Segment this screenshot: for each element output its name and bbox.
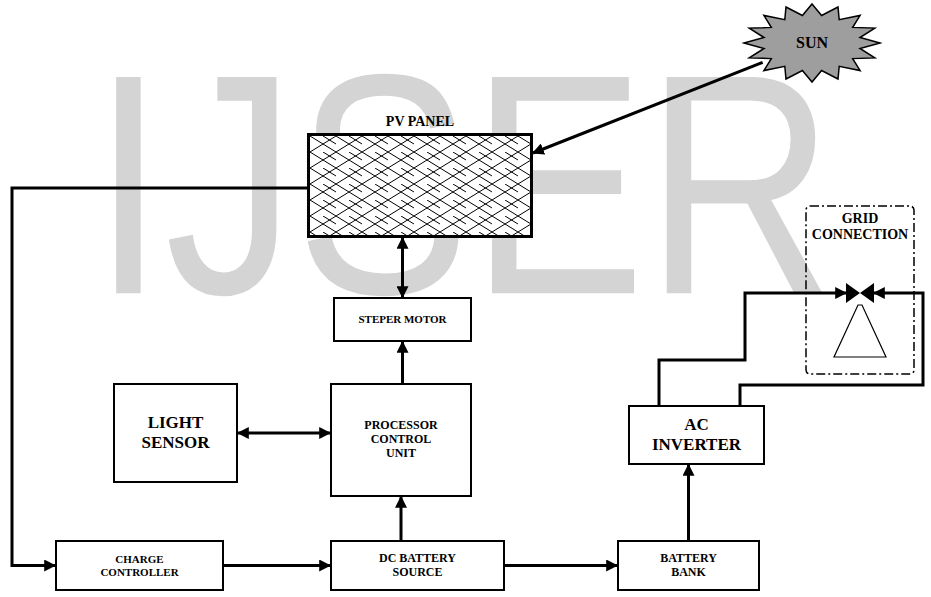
pv-panel: PV PANEL bbox=[307, 92, 533, 238]
connector-arrow bbox=[401, 342, 404, 383]
cell-hatching bbox=[310, 136, 530, 235]
grid-connection: GRID CONNECTION bbox=[805, 205, 915, 375]
node-label: DC BATTERY SOURCE bbox=[368, 552, 468, 580]
process-box: DC BATTERY SOURCE bbox=[330, 540, 505, 591]
sun-symbol: SUN bbox=[742, 2, 882, 84]
node-label: AC INVERTER bbox=[645, 415, 749, 454]
process-box: PROCESSOR CONTROL UNIT bbox=[330, 383, 472, 497]
process-box: BATTERY BANK bbox=[617, 540, 760, 591]
node-label: BATTERY BANK bbox=[647, 552, 731, 580]
node-label: PROCESSOR CONTROL UNIT bbox=[356, 419, 446, 460]
connector-arrow bbox=[659, 293, 846, 405]
node-label: STEPER MOTOR bbox=[355, 313, 449, 326]
connector-arrow bbox=[238, 432, 330, 435]
connector-arrow bbox=[687, 465, 690, 540]
process-box: LIGHT SENSOR bbox=[113, 383, 238, 483]
connector-arrow bbox=[533, 62, 763, 153]
connector-arrow bbox=[740, 293, 923, 405]
grid-valve-symbol bbox=[834, 283, 886, 357]
process-box: AC INVERTER bbox=[628, 405, 765, 465]
connector-arrow bbox=[401, 238, 404, 297]
connector-arrow bbox=[400, 497, 403, 540]
node-label: PV PANEL bbox=[383, 114, 457, 130]
node-label: GRID CONNECTION bbox=[808, 211, 912, 243]
pv-panel-box bbox=[307, 133, 533, 238]
node-label: LIGHT SENSOR bbox=[115, 413, 236, 452]
node-label: CHARGE CONTROLLER bbox=[85, 553, 195, 578]
node-label: SUN bbox=[793, 34, 831, 52]
process-box: STEPER MOTOR bbox=[333, 297, 472, 342]
connector-arrow bbox=[505, 564, 617, 567]
connector-arrow bbox=[224, 564, 330, 567]
connector-arrow bbox=[12, 188, 307, 566]
process-box: CHARGE CONTROLLER bbox=[55, 540, 224, 591]
